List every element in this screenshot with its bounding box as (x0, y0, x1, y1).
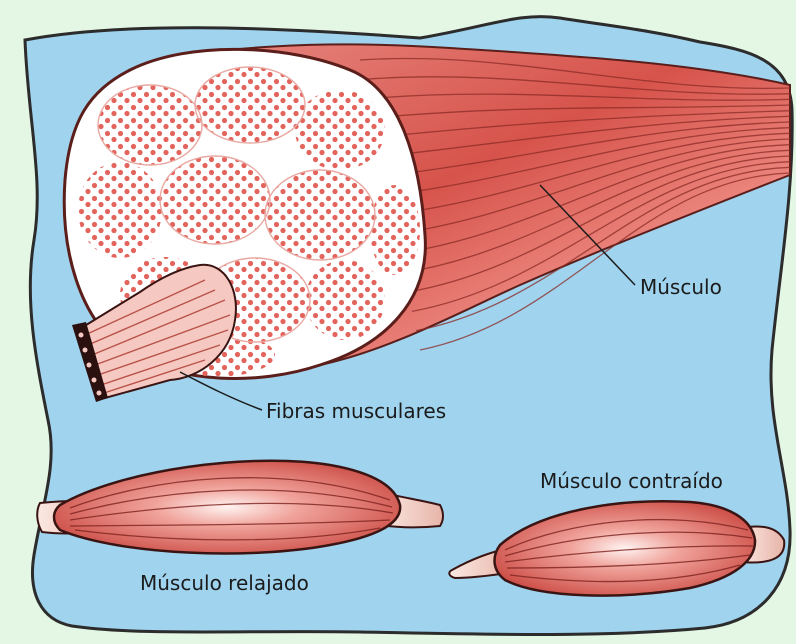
relaxed-muscle-label: Músculo relajado (140, 571, 309, 595)
contracted-muscle-label: Músculo contraído (540, 469, 723, 493)
fibers-label: Fibras musculares (266, 399, 446, 423)
muscle-label: Músculo (640, 275, 722, 299)
